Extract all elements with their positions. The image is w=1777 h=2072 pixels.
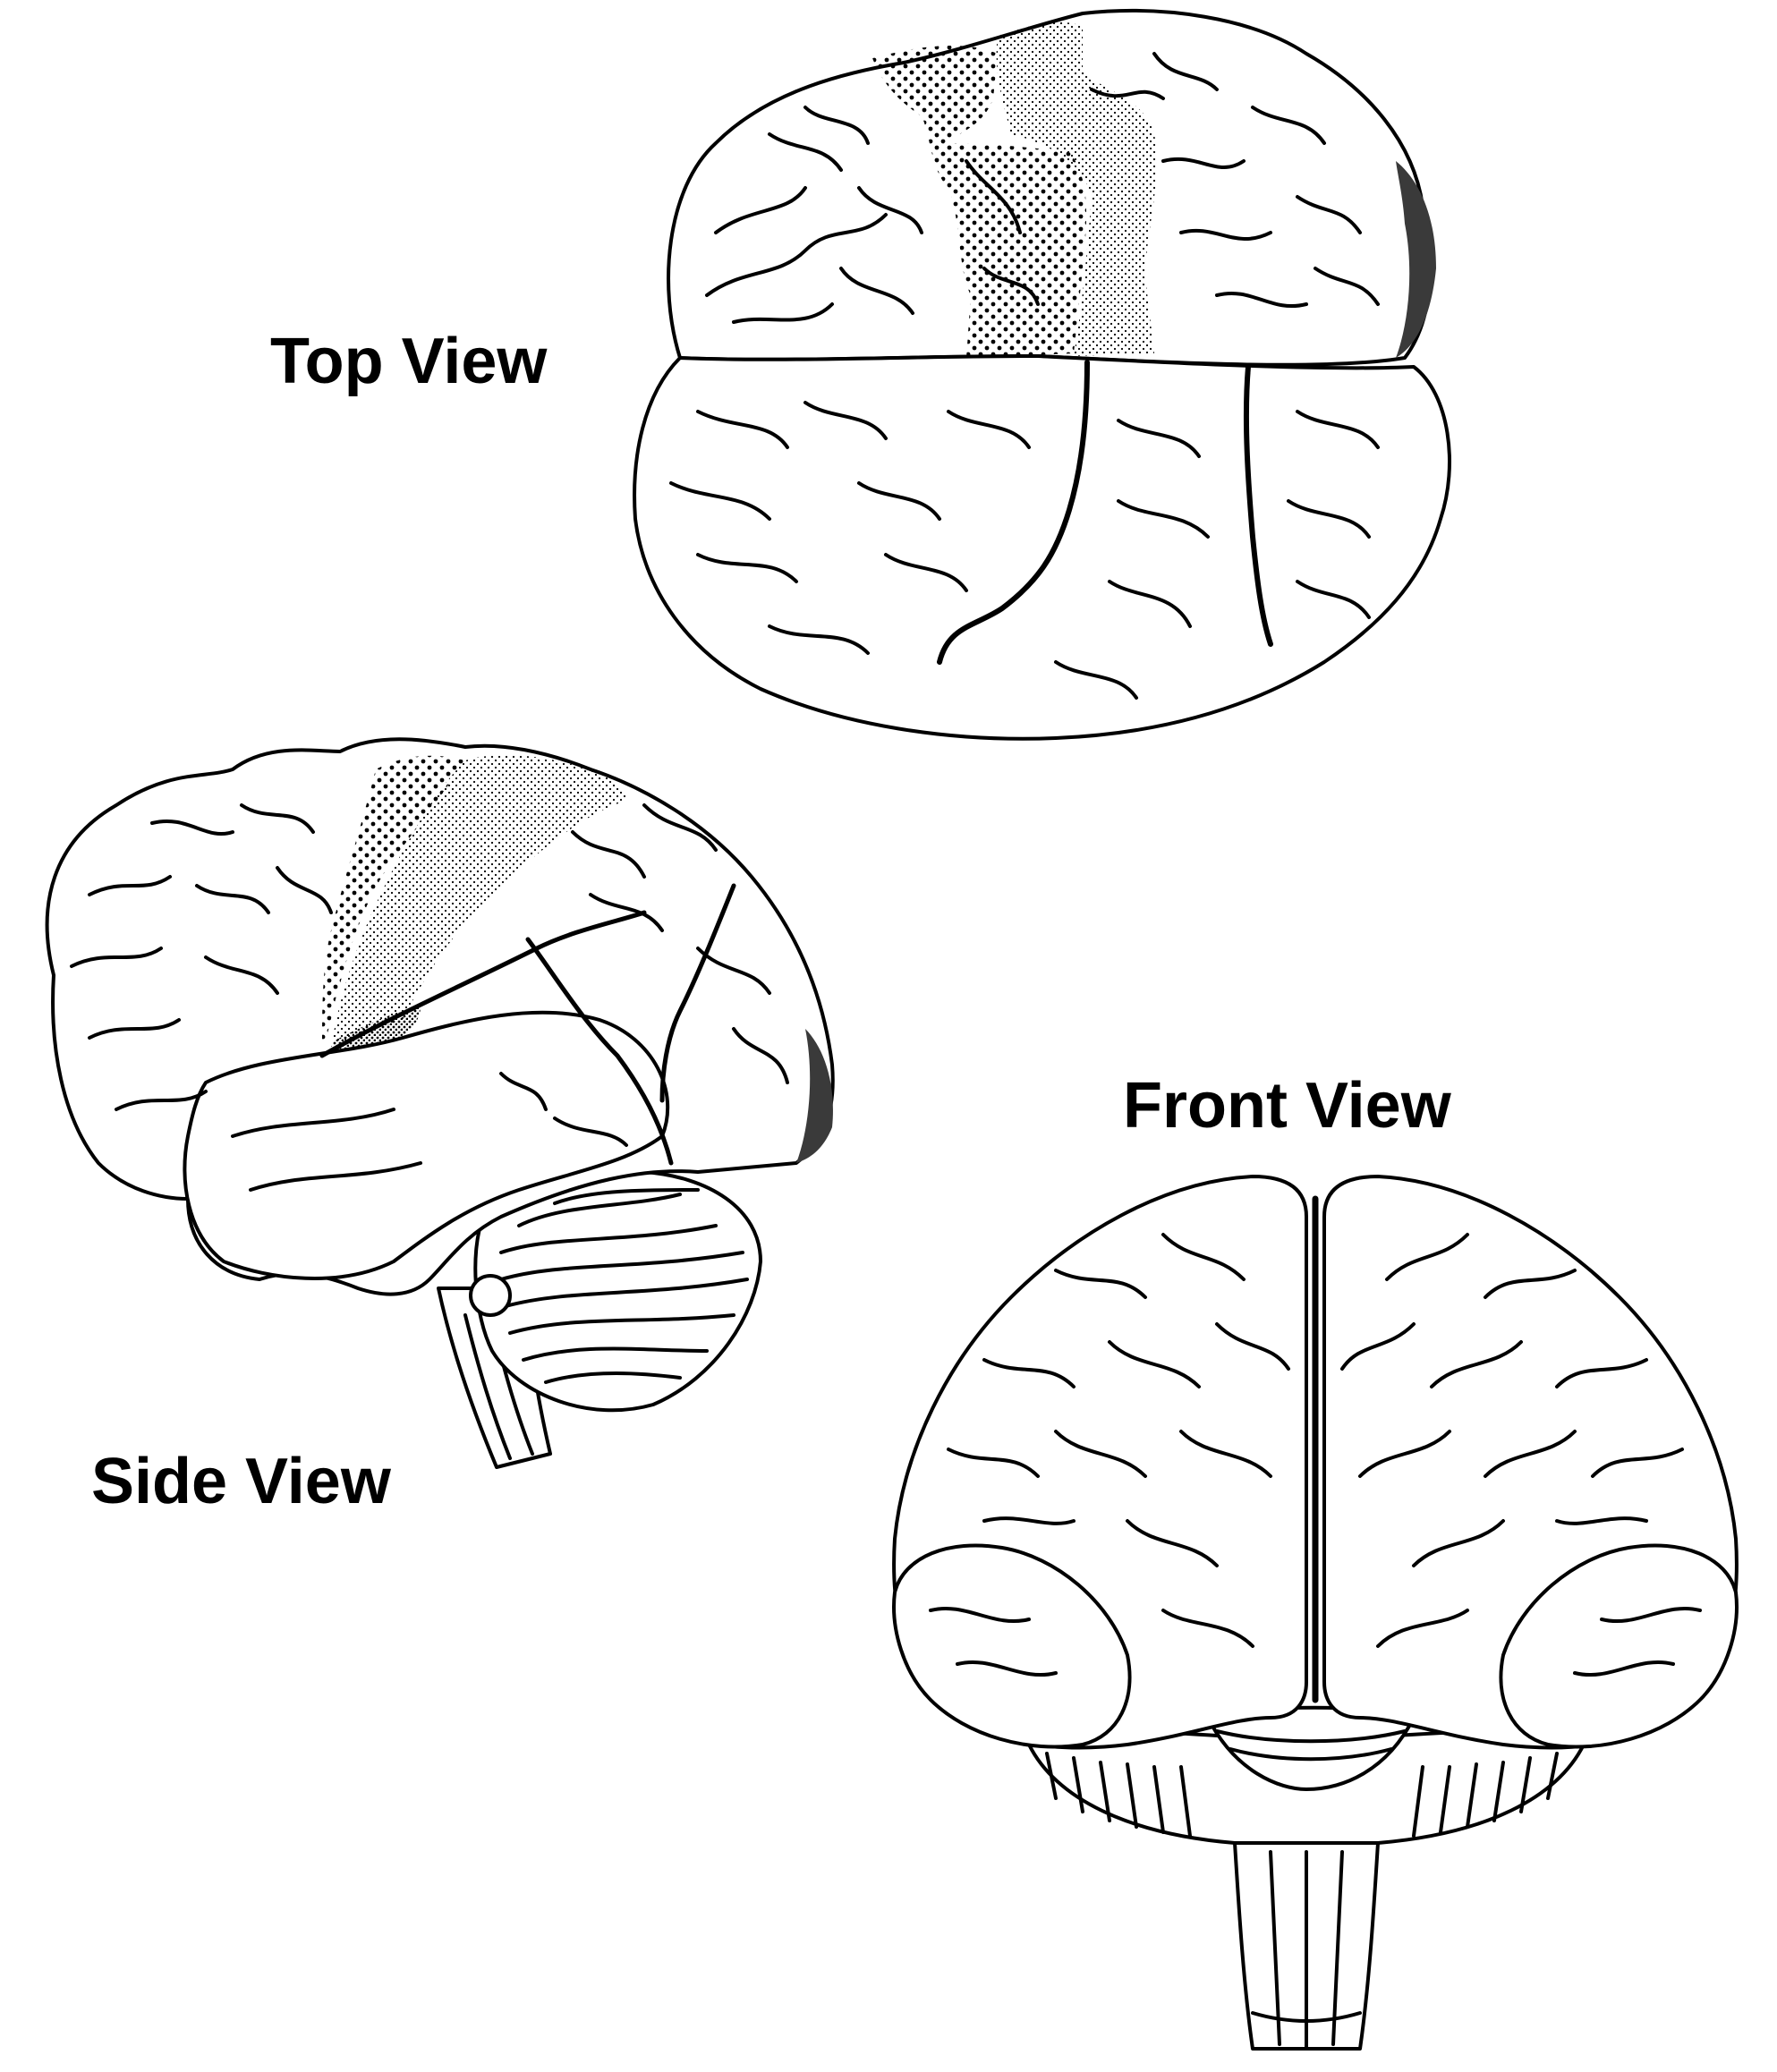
- side-view-label: Side View: [91, 1446, 391, 1517]
- front-view-label: Front View: [1123, 1070, 1451, 1142]
- top-lower-hemisphere: [633, 354, 1451, 741]
- brain-side-view-icon: [45, 737, 835, 1469]
- top-view-label: Top View: [270, 326, 548, 397]
- brain-front-view-icon: [892, 1175, 1739, 2051]
- side-frontal-stipple: [322, 755, 465, 1047]
- side-pons: [469, 1274, 512, 1317]
- front-left-temporal: [892, 1543, 1132, 1749]
- top-frontal-stipple: [872, 45, 1087, 359]
- side-parietal-stipple: [331, 754, 626, 1047]
- top-parietal-stipple: [996, 21, 1157, 357]
- top-occipital-shade: [1396, 161, 1436, 358]
- brain-top-view-icon: [633, 9, 1451, 741]
- side-occipital-shade: [796, 1029, 833, 1163]
- front-right-temporal: [1499, 1543, 1739, 1749]
- side-temporal-lobe: [183, 1010, 670, 1280]
